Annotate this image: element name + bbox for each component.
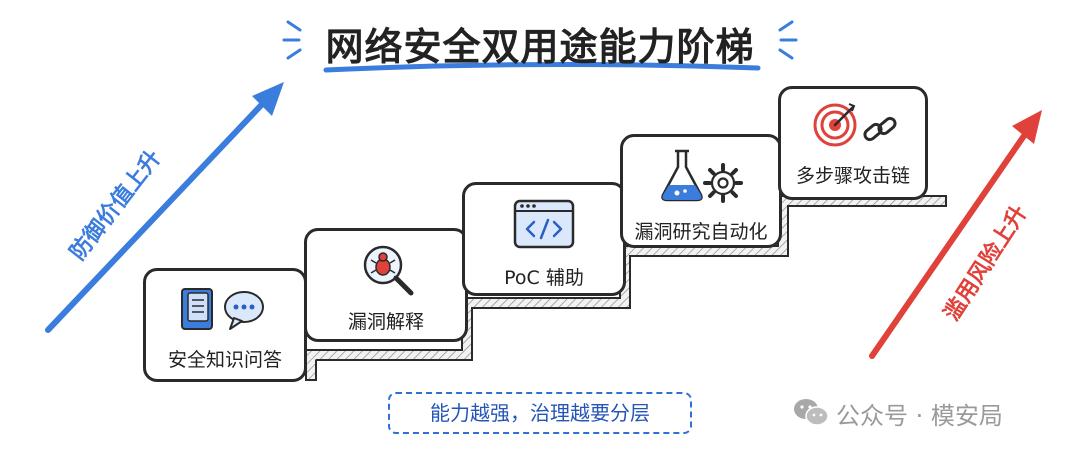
- step-card-poc-assist: PoC 辅助: [462, 182, 626, 296]
- step-card-vuln-research-auto: 漏洞研究自动化: [620, 134, 782, 248]
- step-card-knowledge-qa: 安全知识问答: [143, 268, 307, 382]
- title-underline: [323, 61, 761, 73]
- step-label-vuln-research-auto: 漏洞研究自动化: [634, 221, 768, 243]
- step-label-poc-assist: PoC 辅助: [504, 267, 584, 289]
- watermark-text: 公众号 · 模安局: [836, 402, 1003, 430]
- step-label-multistep-attack-chain: 多步骤攻击链: [795, 165, 910, 187]
- title-sparkle-right-icon: [778, 20, 798, 60]
- step-label-vuln-explain: 漏洞解释: [347, 311, 424, 333]
- page-title: 网络安全双用途能力阶梯: [325, 25, 755, 69]
- target-icon: [813, 103, 857, 147]
- misuse-risk-arrow-icon: [869, 110, 1042, 359]
- flask-icon: [661, 149, 703, 202]
- step-label-knowledge-qa: 安全知识问答: [167, 349, 282, 371]
- defense-value-arrow-icon: [45, 82, 284, 333]
- magnifier-bug-icon: [363, 245, 414, 296]
- step-card-vuln-explain: 漏洞解释: [304, 228, 468, 342]
- gear-icon: [703, 163, 743, 203]
- chain-link-icon: [863, 116, 897, 142]
- code-window-icon: [513, 199, 575, 249]
- capability-governance-note: 能力越强，治理越要分层: [388, 392, 692, 434]
- title-sparkle-left-icon: [282, 20, 302, 60]
- book-icon: [181, 288, 264, 330]
- wechat-icon: [794, 399, 829, 426]
- step-card-multistep-attack-chain: 多步骤攻击链: [778, 86, 928, 200]
